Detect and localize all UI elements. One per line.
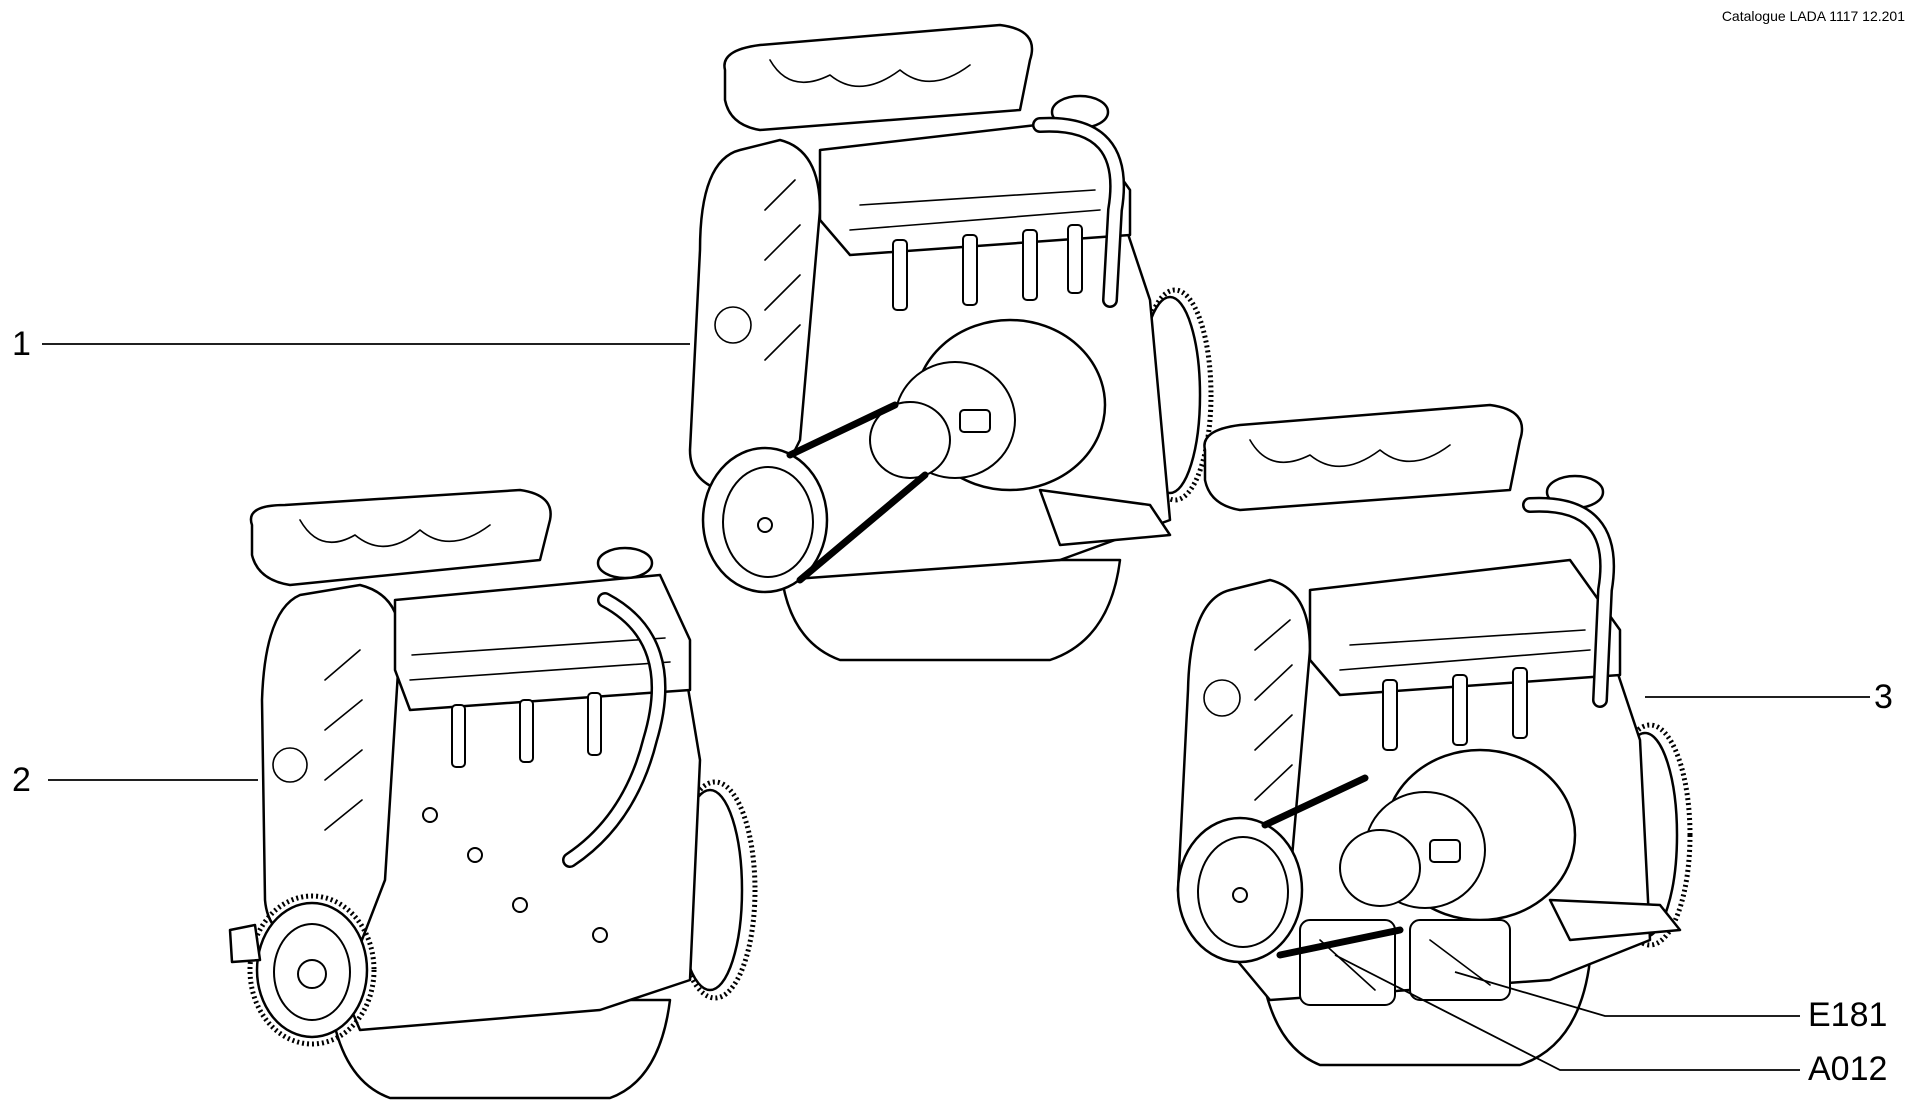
callout-label-3: 3 (1874, 678, 1893, 716)
catalogue-header: Catalogue LADA 1117 12.201 (1721, 8, 1905, 24)
leader-line-a012 (1334, 954, 1800, 1071)
callout-label-a012: A012 (1808, 1050, 1888, 1088)
callout-label-e181: E181 (1808, 996, 1888, 1034)
engine-3-drawing (1176, 403, 1693, 1067)
callout-label-2: 2 (12, 761, 31, 799)
callout-label-1: 1 (12, 325, 31, 363)
leader-line-e181 (1454, 971, 1800, 1017)
engine-2-drawing (228, 488, 758, 1100)
engine-1-drawing (688, 23, 1214, 662)
